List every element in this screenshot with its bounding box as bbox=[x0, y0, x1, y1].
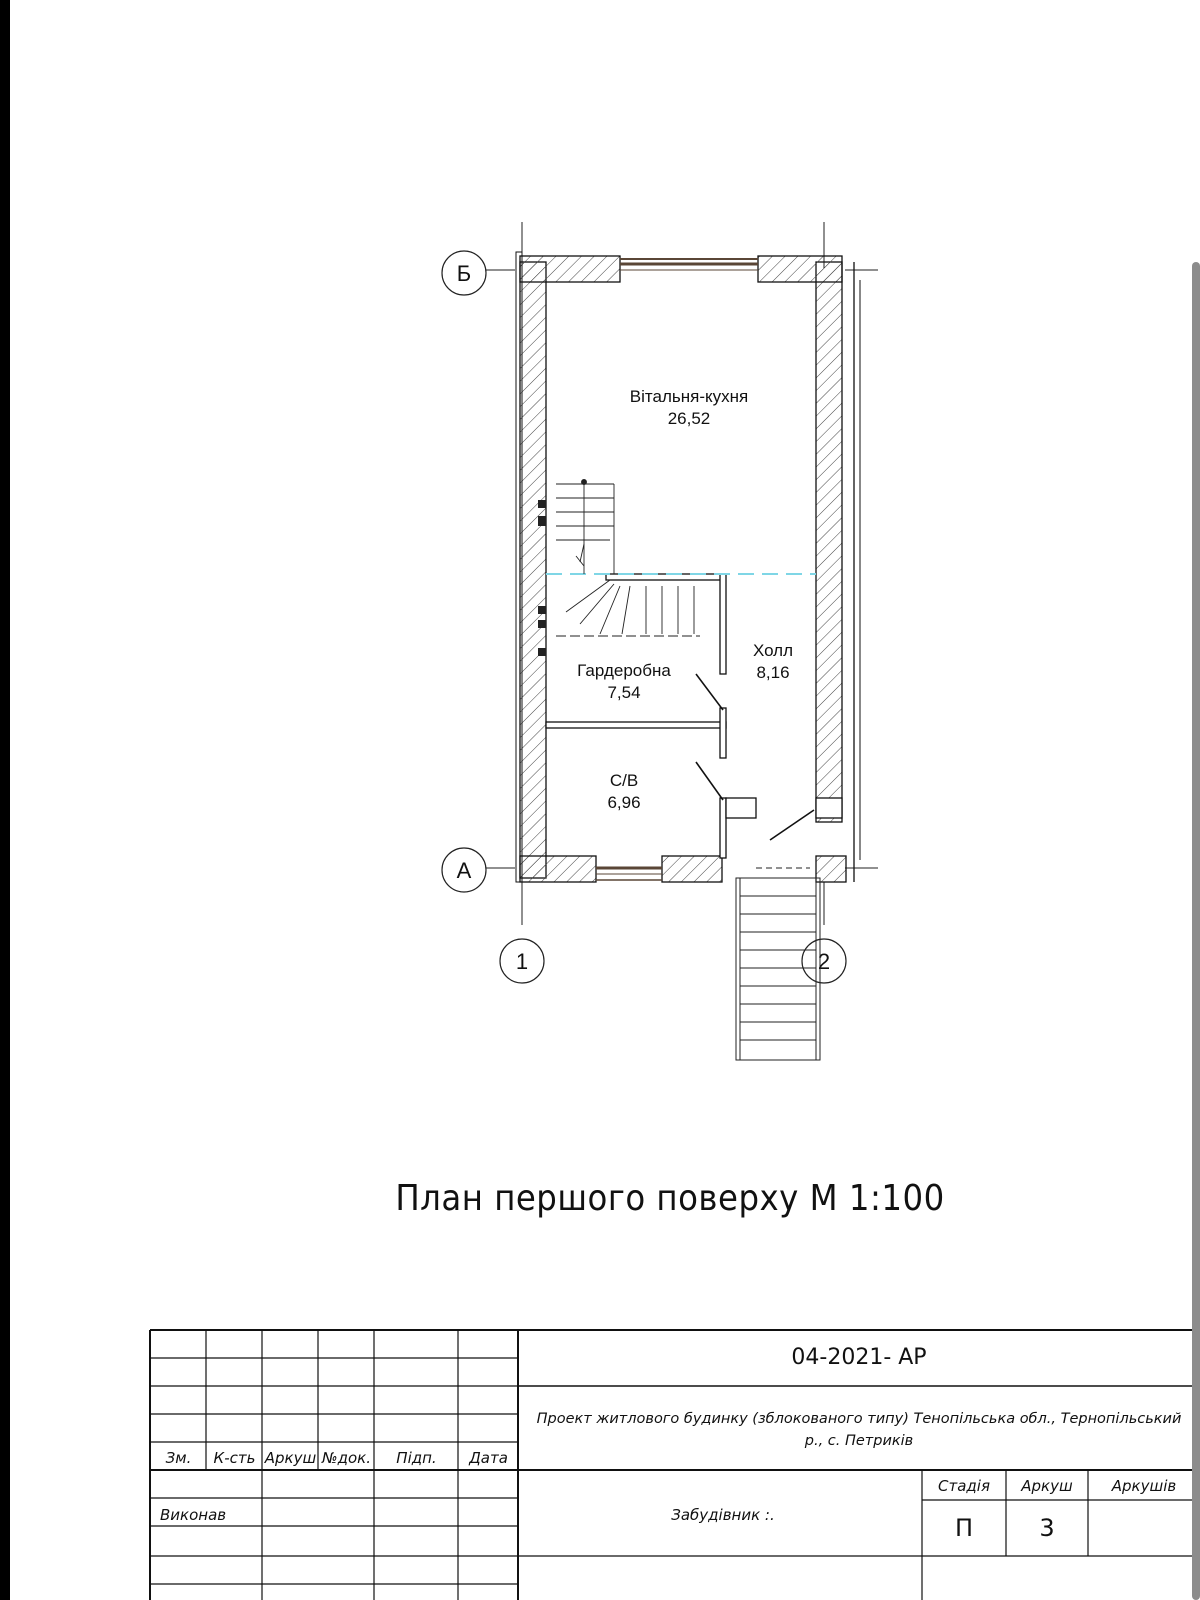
room-area-wc: 6,96 bbox=[607, 793, 640, 812]
project-code: 04-2021- АР bbox=[791, 1345, 927, 1370]
axis-label-b: Б bbox=[457, 261, 471, 286]
header-date: Дата bbox=[469, 1449, 508, 1467]
room-name-living-kitchen: Вітальня-кухня bbox=[630, 387, 748, 406]
axis-bubble-a: А bbox=[441, 847, 487, 893]
wall-markers bbox=[538, 500, 546, 656]
room-name-wc: С/В bbox=[610, 771, 638, 790]
axis-label-a: А bbox=[457, 858, 472, 883]
interior-stair bbox=[556, 479, 700, 637]
floor-plan: Б А 1 2 bbox=[149, 222, 1200, 1600]
header-doc-no: №док. bbox=[322, 1449, 371, 1467]
executor-label: Виконав bbox=[160, 1506, 227, 1524]
project-name: Проект житлового будинку (зблокованого т… bbox=[536, 1411, 1182, 1449]
exterior-stair bbox=[735, 867, 821, 1061]
header-quantity: К-сть bbox=[213, 1449, 256, 1467]
window-bottom bbox=[596, 866, 662, 881]
room-area-wardrobe: 7,54 bbox=[607, 683, 640, 702]
stage-label: Стадія bbox=[938, 1477, 990, 1495]
axis-label-2: 2 bbox=[818, 949, 830, 974]
room-area-hall: 8,16 bbox=[756, 663, 789, 682]
header-signature: Підп. bbox=[396, 1449, 437, 1467]
plan-title: План першого поверху М 1:100 bbox=[395, 1178, 945, 1219]
header-change: Зм. bbox=[165, 1449, 192, 1467]
axis-bubble-1: 1 bbox=[499, 938, 545, 984]
exterior-walls bbox=[519, 255, 861, 883]
sheet-value: 3 bbox=[1039, 1514, 1055, 1542]
sheets-label: Аркушів bbox=[1111, 1477, 1177, 1495]
title-block-grid bbox=[149, 1329, 1200, 1600]
stage-value: П bbox=[954, 1514, 974, 1542]
vertical-scrollbar[interactable] bbox=[1192, 262, 1200, 1600]
doors bbox=[695, 673, 815, 841]
drawing-sheet: Б А 1 2 bbox=[10, 0, 1200, 1600]
axis-bubble-2: 2 bbox=[801, 938, 847, 984]
client-label: Забудівник :. bbox=[671, 1506, 775, 1524]
sheet-label: Аркуш bbox=[1021, 1477, 1073, 1495]
window-top bbox=[620, 258, 758, 271]
axis-label-1: 1 bbox=[516, 949, 528, 974]
axis-bubble-b: Б bbox=[441, 250, 487, 296]
room-area-living-kitchen: 26,52 bbox=[668, 409, 711, 428]
interior-partitions bbox=[545, 573, 843, 859]
header-sheet: Аркуш bbox=[264, 1449, 317, 1467]
room-name-hall: Холл bbox=[753, 641, 793, 660]
room-name-wardrobe: Гардеробна bbox=[577, 661, 671, 680]
